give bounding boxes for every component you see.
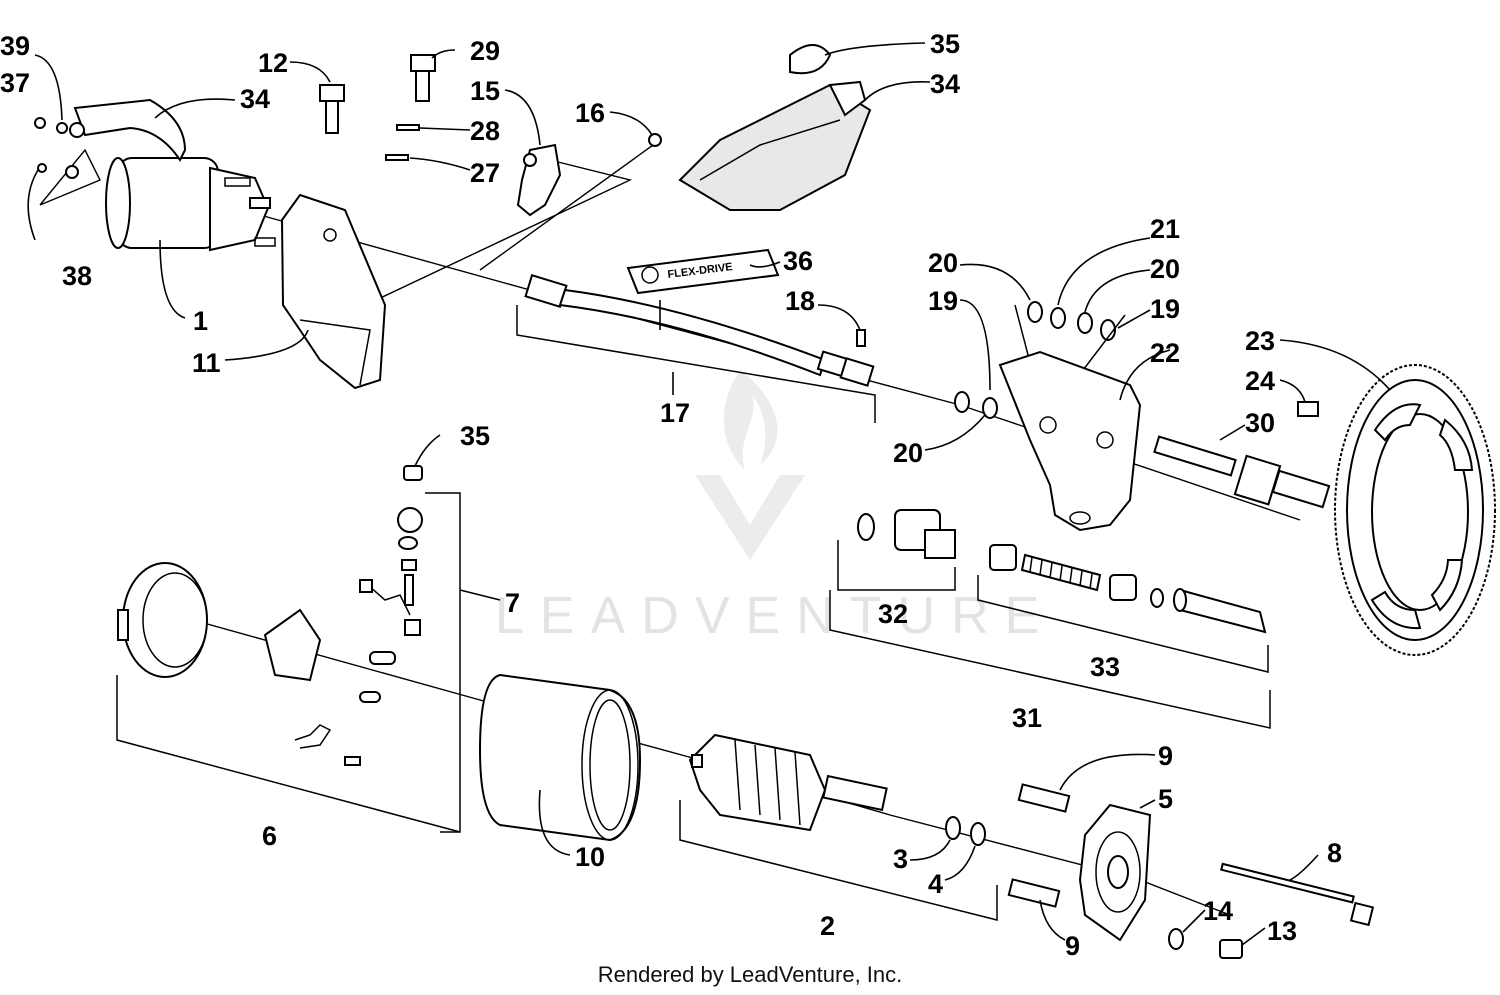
callout-31: 33	[1090, 652, 1120, 682]
callout-9-top: 9	[1158, 741, 1173, 771]
through-bolt-8	[1220, 862, 1375, 927]
callout-30: 32	[878, 599, 908, 629]
callout-25: 27	[470, 158, 500, 188]
callout-19-right: 19	[1150, 294, 1180, 324]
pinion-30	[857, 509, 956, 559]
nut-33	[403, 465, 423, 481]
callout-numbers: 39 37 34 38 1 11 12 29 15 28 27 16 35 34…	[0, 29, 1342, 961]
armature-2	[688, 733, 888, 832]
callout-15: 15	[470, 76, 500, 106]
motor-housing-10	[478, 673, 642, 842]
callout-26: 28	[470, 116, 500, 146]
bracket-11	[280, 193, 387, 390]
decal-34: FLEX-DRIVE	[626, 248, 780, 295]
studs-9	[1007, 783, 1071, 908]
callout-7: 7	[505, 588, 520, 618]
ring-gear-23	[1334, 364, 1496, 656]
shield-38	[678, 83, 872, 211]
bolt-27	[410, 54, 436, 102]
callout-27: 29	[470, 36, 500, 66]
callout-1: 1	[193, 306, 208, 336]
callout-32: 34	[240, 84, 270, 114]
brush-plate-6	[117, 562, 396, 766]
callout-28: 30	[1245, 408, 1275, 438]
callout-6: 6	[262, 821, 277, 851]
terminal-kit-7	[359, 507, 423, 636]
callout-34: 36	[783, 246, 813, 276]
bracket-22	[998, 350, 1142, 532]
callout-33: 35	[460, 421, 490, 451]
callout-20-top: 20	[928, 248, 958, 278]
parts: FLEX-DRIVE	[34, 44, 1496, 959]
set-screw-18	[856, 329, 866, 347]
callout-29: 31	[1012, 703, 1042, 733]
callout-4: 4	[928, 869, 943, 899]
callout-20-low: 20	[893, 438, 923, 468]
callout-16: 16	[575, 98, 605, 128]
callout-5: 5	[1158, 784, 1173, 814]
leader-lines	[27, 42, 1391, 946]
callout-36: 38	[62, 261, 92, 291]
callout-38: 34	[930, 69, 960, 99]
callout-11: 11	[192, 348, 221, 378]
callout-13: 13	[1267, 916, 1297, 946]
starter-motor	[105, 157, 276, 252]
callout-39: 35	[930, 29, 960, 59]
callout-9-bottom: 9	[1065, 931, 1080, 961]
spring-assembly-31	[989, 544, 1267, 634]
clip-39	[789, 44, 832, 75]
callout-14: 14	[1203, 896, 1233, 926]
washer-3	[945, 816, 961, 840]
callout-19-left: 19	[928, 286, 958, 316]
watermark-text: LEADVENTURE	[495, 587, 1055, 645]
bolt-24	[1297, 401, 1319, 417]
nut-13	[1219, 939, 1243, 959]
callout-22: 22	[1150, 338, 1180, 368]
washer-14	[1168, 928, 1184, 950]
callout-20-mid: 20	[1150, 254, 1180, 284]
leadventure-watermark: LEADVENTURE	[495, 370, 1055, 645]
washer-4	[970, 822, 986, 846]
end-cover-5	[1078, 803, 1152, 942]
drive-shaft-28	[1153, 435, 1331, 509]
callout-24: 24	[1245, 366, 1275, 396]
clamp-15	[516, 143, 562, 217]
callout-17: 17	[660, 398, 690, 428]
flex-shaft-17	[524, 273, 875, 387]
callout-23: 23	[1245, 326, 1275, 356]
footer-credit: Rendered by LeadVenture, Inc.	[597, 962, 903, 987]
callout-37: 39	[0, 31, 30, 61]
screw-16	[648, 133, 662, 147]
callout-2: 2	[820, 911, 835, 941]
callout-3: 3	[893, 844, 908, 874]
callout-12: 12	[258, 48, 288, 78]
callout-35: 37	[0, 68, 30, 98]
bolt-12	[319, 84, 345, 134]
callout-8: 8	[1327, 838, 1342, 868]
callout-10: 10	[575, 842, 605, 872]
callout-18: 18	[785, 286, 815, 316]
callout-21: 21	[1150, 214, 1180, 244]
